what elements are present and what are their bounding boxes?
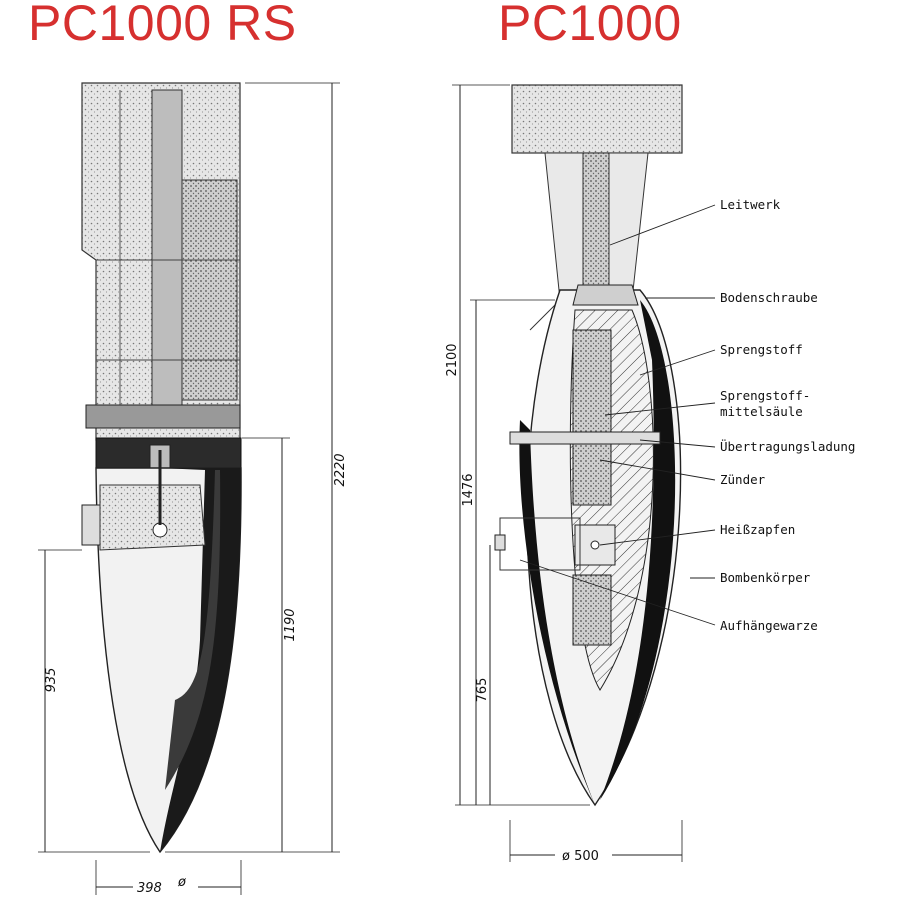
callout-sprengstoff: Sprengstoff [720, 342, 803, 357]
rs-dim-935: 935 [38, 549, 150, 853]
callout-bodenschraube: Bodenschraube [720, 290, 818, 305]
title-pc1000-rs: PC1000 RS [28, 0, 297, 51]
svg-text:ø 500: ø 500 [562, 849, 599, 864]
pc-dim-500: ø 500 [509, 820, 683, 864]
pc1000-drawing: 2100 1476 765 ø 500 [445, 84, 716, 864]
pc1000-rs-drawing: 2220 1190 935 398 ø [38, 82, 348, 896]
pc-dim-765: 765 [455, 545, 590, 806]
pc-central-column [572, 329, 612, 506]
callout-bombenkoerper: Bombenkörper [720, 570, 811, 585]
rs-dim-2220: 2220 [165, 82, 348, 853]
callout-heisszapfen: Heißzapfen [720, 522, 795, 537]
callout-zuender: Zünder [720, 472, 766, 487]
svg-text:ø: ø [177, 875, 187, 890]
rs-suspension-lug [81, 504, 101, 546]
pc-dim-1476: 1476 [461, 299, 555, 805]
callout-mittelsaeule-1: Sprengstoff- [720, 388, 810, 403]
svg-text:2220: 2220 [333, 453, 348, 486]
rs-dim-1190: 1190 [242, 437, 298, 852]
pc-callouts: Leitwerk Bodenschraube Sprengstoff Spren… [720, 197, 855, 633]
pc-leader-lines [519, 204, 716, 626]
pc-tail-ring [511, 84, 683, 154]
title-pc1000: PC1000 [498, 0, 682, 51]
callout-aufhaengewarze: Aufhängewarze [720, 618, 818, 633]
rs-tail-column [151, 89, 183, 421]
rs-dim-398: 398 ø [95, 860, 242, 896]
callout-mittelsaeule-2: mittelsäule [720, 404, 803, 419]
svg-text:2100: 2100 [445, 343, 460, 376]
svg-text:1190: 1190 [283, 608, 298, 641]
rs-tail-internal [181, 179, 238, 401]
svg-text:935: 935 [44, 668, 59, 693]
callout-leitwerk: Leitwerk [720, 197, 781, 212]
svg-text:765: 765 [475, 678, 490, 703]
svg-text:398: 398 [137, 881, 162, 896]
pc-dim-2100: 2100 [445, 84, 510, 805]
svg-text:1476: 1476 [461, 473, 476, 506]
callout-uebertragungsladung: Übertragungsladung [720, 438, 855, 454]
